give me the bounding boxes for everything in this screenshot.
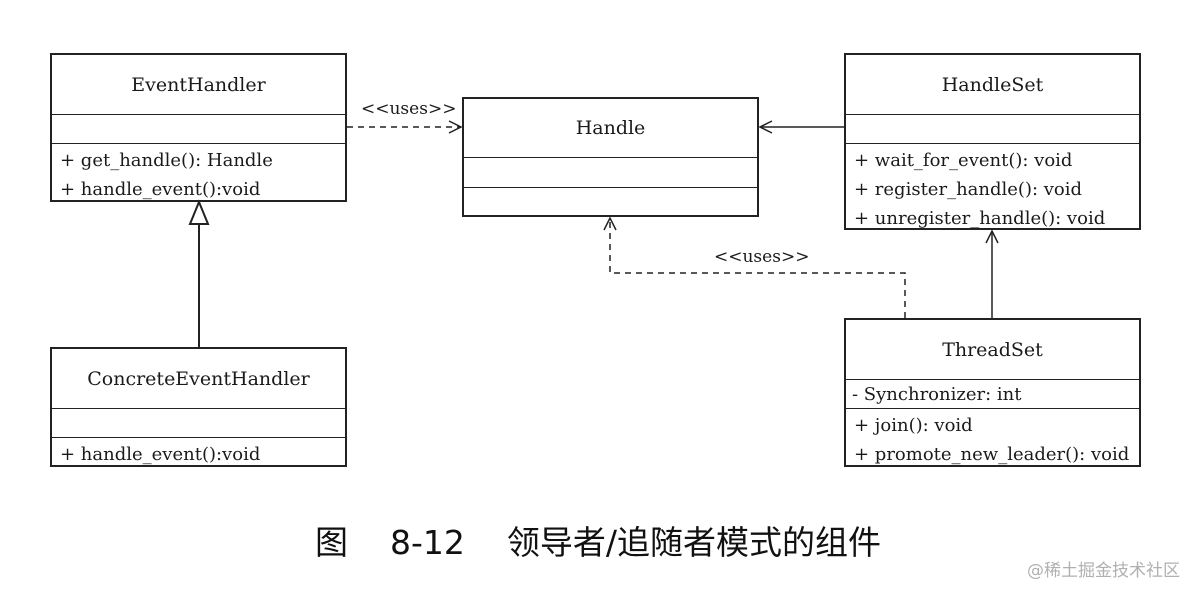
operations-compartment: + get_handle(): Handle + handle_event():…: [52, 144, 345, 204]
class-name: HandleSet: [846, 55, 1139, 115]
uses-dependency-arrowhead: [603, 216, 617, 231]
attributes-compartment: - Synchronizer: int: [846, 380, 1139, 409]
caption-figure-number: 8-12: [389, 523, 465, 562]
operation: + wait_for_event(): void: [854, 150, 1073, 171]
generalization-arrowhead: [188, 199, 210, 225]
operation: + register_handle(): void: [854, 179, 1083, 200]
attributes-compartment: [52, 409, 345, 438]
attribute: - Synchronizer: int: [852, 383, 1022, 405]
attributes-compartment: [846, 115, 1139, 144]
operation: + handle_event():void: [60, 179, 261, 200]
class-thread-set: ThreadSet - Synchronizer: int + join(): …: [844, 318, 1141, 467]
uses-dependency-line: [609, 219, 906, 318]
attributes-compartment: [52, 115, 345, 144]
operation: + handle_event():void: [60, 444, 261, 465]
attributes-compartment: [464, 158, 757, 188]
association-arrowhead: [758, 120, 773, 134]
class-handle: Handle: [462, 97, 759, 217]
operation: + unregister_handle(): void: [854, 208, 1106, 229]
operation: + promote_new_leader(): void: [854, 444, 1130, 465]
operation: + join(): void: [854, 415, 973, 436]
operations-compartment: + join(): void + promote_new_leader(): v…: [846, 409, 1139, 469]
operations-compartment: + wait_for_event(): void + register_hand…: [846, 144, 1139, 233]
caption-figure-label: 图: [315, 523, 349, 562]
class-event-handler: EventHandler + get_handle(): Handle + ha…: [50, 53, 347, 202]
uses-stereotype-label: <<uses>>: [714, 247, 810, 267]
watermark: @稀土掘金技术社区: [1027, 561, 1180, 581]
operation: + get_handle(): Handle: [60, 150, 273, 171]
uses-dependency-arrowhead: [448, 120, 463, 134]
class-name: Handle: [464, 99, 757, 158]
class-handle-set: HandleSet + wait_for_event(): void + reg…: [844, 53, 1141, 230]
class-name: EventHandler: [52, 55, 345, 115]
caption-title: 领导者/追随者模式的组件: [506, 523, 881, 562]
class-concrete-event-handler: ConcreteEventHandler + handle_event():vo…: [50, 347, 347, 467]
class-name: ConcreteEventHandler: [52, 349, 345, 409]
class-name: ThreadSet: [846, 320, 1139, 380]
association-arrowhead: [985, 229, 999, 244]
figure-caption: 图 8-12 领导者/追随者模式的组件: [0, 516, 1196, 564]
uses-stereotype-label: <<uses>>: [361, 99, 457, 119]
operations-compartment: + handle_event():void: [52, 438, 345, 469]
